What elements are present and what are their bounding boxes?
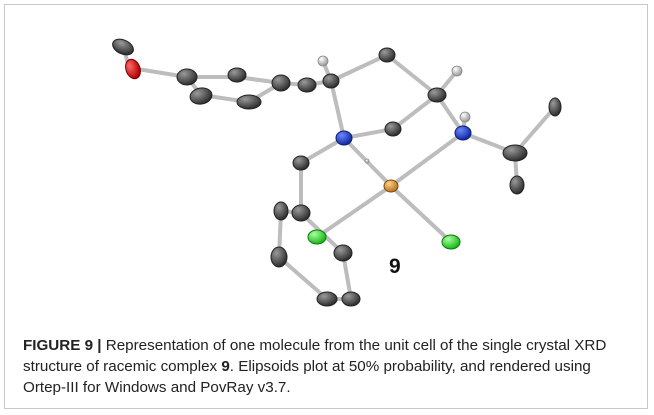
hydrogen-atoms: [317, 55, 471, 164]
copper-atom: [383, 179, 399, 193]
oxygen-atom: [125, 58, 141, 80]
compound-label: 9: [389, 255, 401, 278]
molecular-structure-image: 9: [112, 38, 562, 307]
carbon-atoms: [112, 38, 562, 307]
compound-reference: 9: [221, 358, 230, 375]
caption-text-before: Representation of one molecule from the …: [23, 337, 607, 375]
figure-label: FIGURE 9 |: [23, 337, 102, 354]
figure-caption: FIGURE 9 | Representation of one molecul…: [23, 335, 635, 398]
caption-text-after: . Elipsoids plot at 50% probability, and…: [23, 358, 591, 396]
figure-container: 9 FIGURE 9 | Representation of one molec…: [4, 4, 648, 409]
chlorine-atoms: [307, 229, 461, 250]
nitrogen-atoms: [335, 125, 472, 146]
